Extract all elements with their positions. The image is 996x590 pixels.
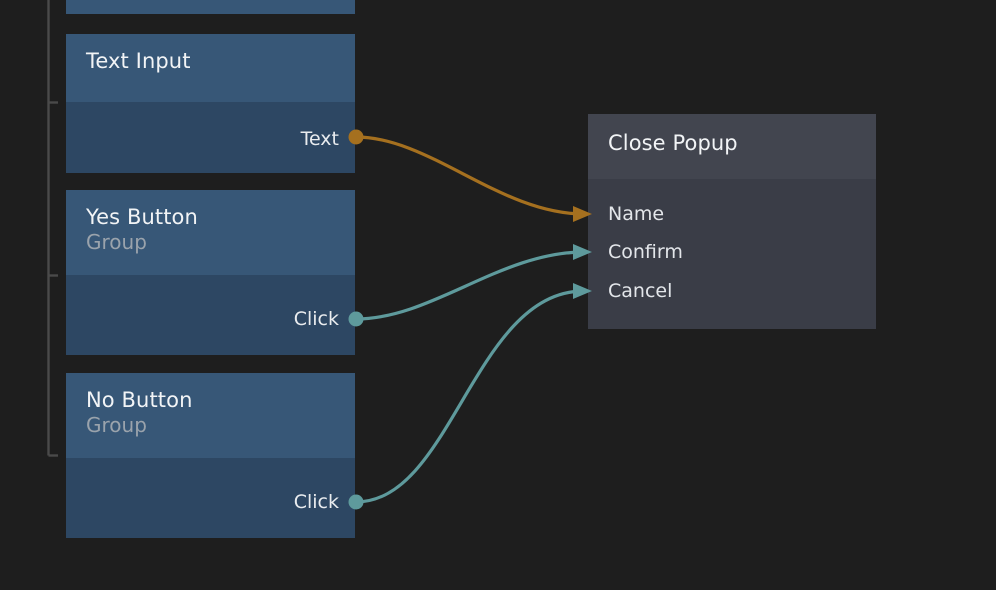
node-no-button-subtitle: Group — [86, 413, 147, 437]
port-out-text[interactable]: Text — [300, 128, 339, 150]
node-yes-button-title: Yes Button — [86, 205, 198, 229]
node-yes-button-body: Click — [66, 275, 355, 355]
node-clipped-top[interactable] — [66, 0, 355, 14]
connection-text-to-name[interactable] — [348, 129, 593, 223]
port-in-name[interactable]: Name — [608, 203, 665, 225]
node-close-popup[interactable]: Close Popup Name Confirm Cancel — [588, 114, 876, 329]
node-close-popup-title: Close Popup — [608, 131, 738, 155]
node-yes-button-header[interactable]: Yes Button Group — [66, 190, 355, 275]
node-no-button-header[interactable]: No Button Group — [66, 373, 355, 458]
node-no-button-title: No Button — [86, 388, 193, 412]
node-text-input-body: Text — [66, 102, 355, 173]
node-text-input-header[interactable]: Text Input — [66, 34, 355, 102]
node-yes-button-subtitle: Group — [86, 230, 147, 254]
node-close-popup-body: Name Confirm Cancel — [588, 179, 876, 329]
connection-noclick-to-cancel[interactable] — [348, 283, 593, 510]
port-dot-click-yes[interactable] — [348, 311, 364, 327]
port-in-confirm[interactable]: Confirm — [608, 241, 683, 263]
node-text-input[interactable]: Text Input Text — [66, 34, 355, 173]
port-in-cancel[interactable]: Cancel — [608, 280, 673, 302]
node-close-popup-header[interactable]: Close Popup — [588, 114, 876, 179]
node-no-button[interactable]: No Button Group Click — [66, 373, 355, 538]
node-no-button-body: Click — [66, 458, 355, 538]
port-out-click-no[interactable]: Click — [293, 491, 339, 513]
port-dot-click-no[interactable] — [348, 494, 364, 510]
connection-yesclick-to-confirm[interactable] — [348, 244, 593, 327]
port-dot-text[interactable] — [348, 129, 364, 145]
node-yes-button[interactable]: Yes Button Group Click — [66, 190, 355, 355]
node-text-input-title: Text Input — [86, 49, 191, 73]
port-out-click-yes[interactable]: Click — [293, 308, 339, 330]
